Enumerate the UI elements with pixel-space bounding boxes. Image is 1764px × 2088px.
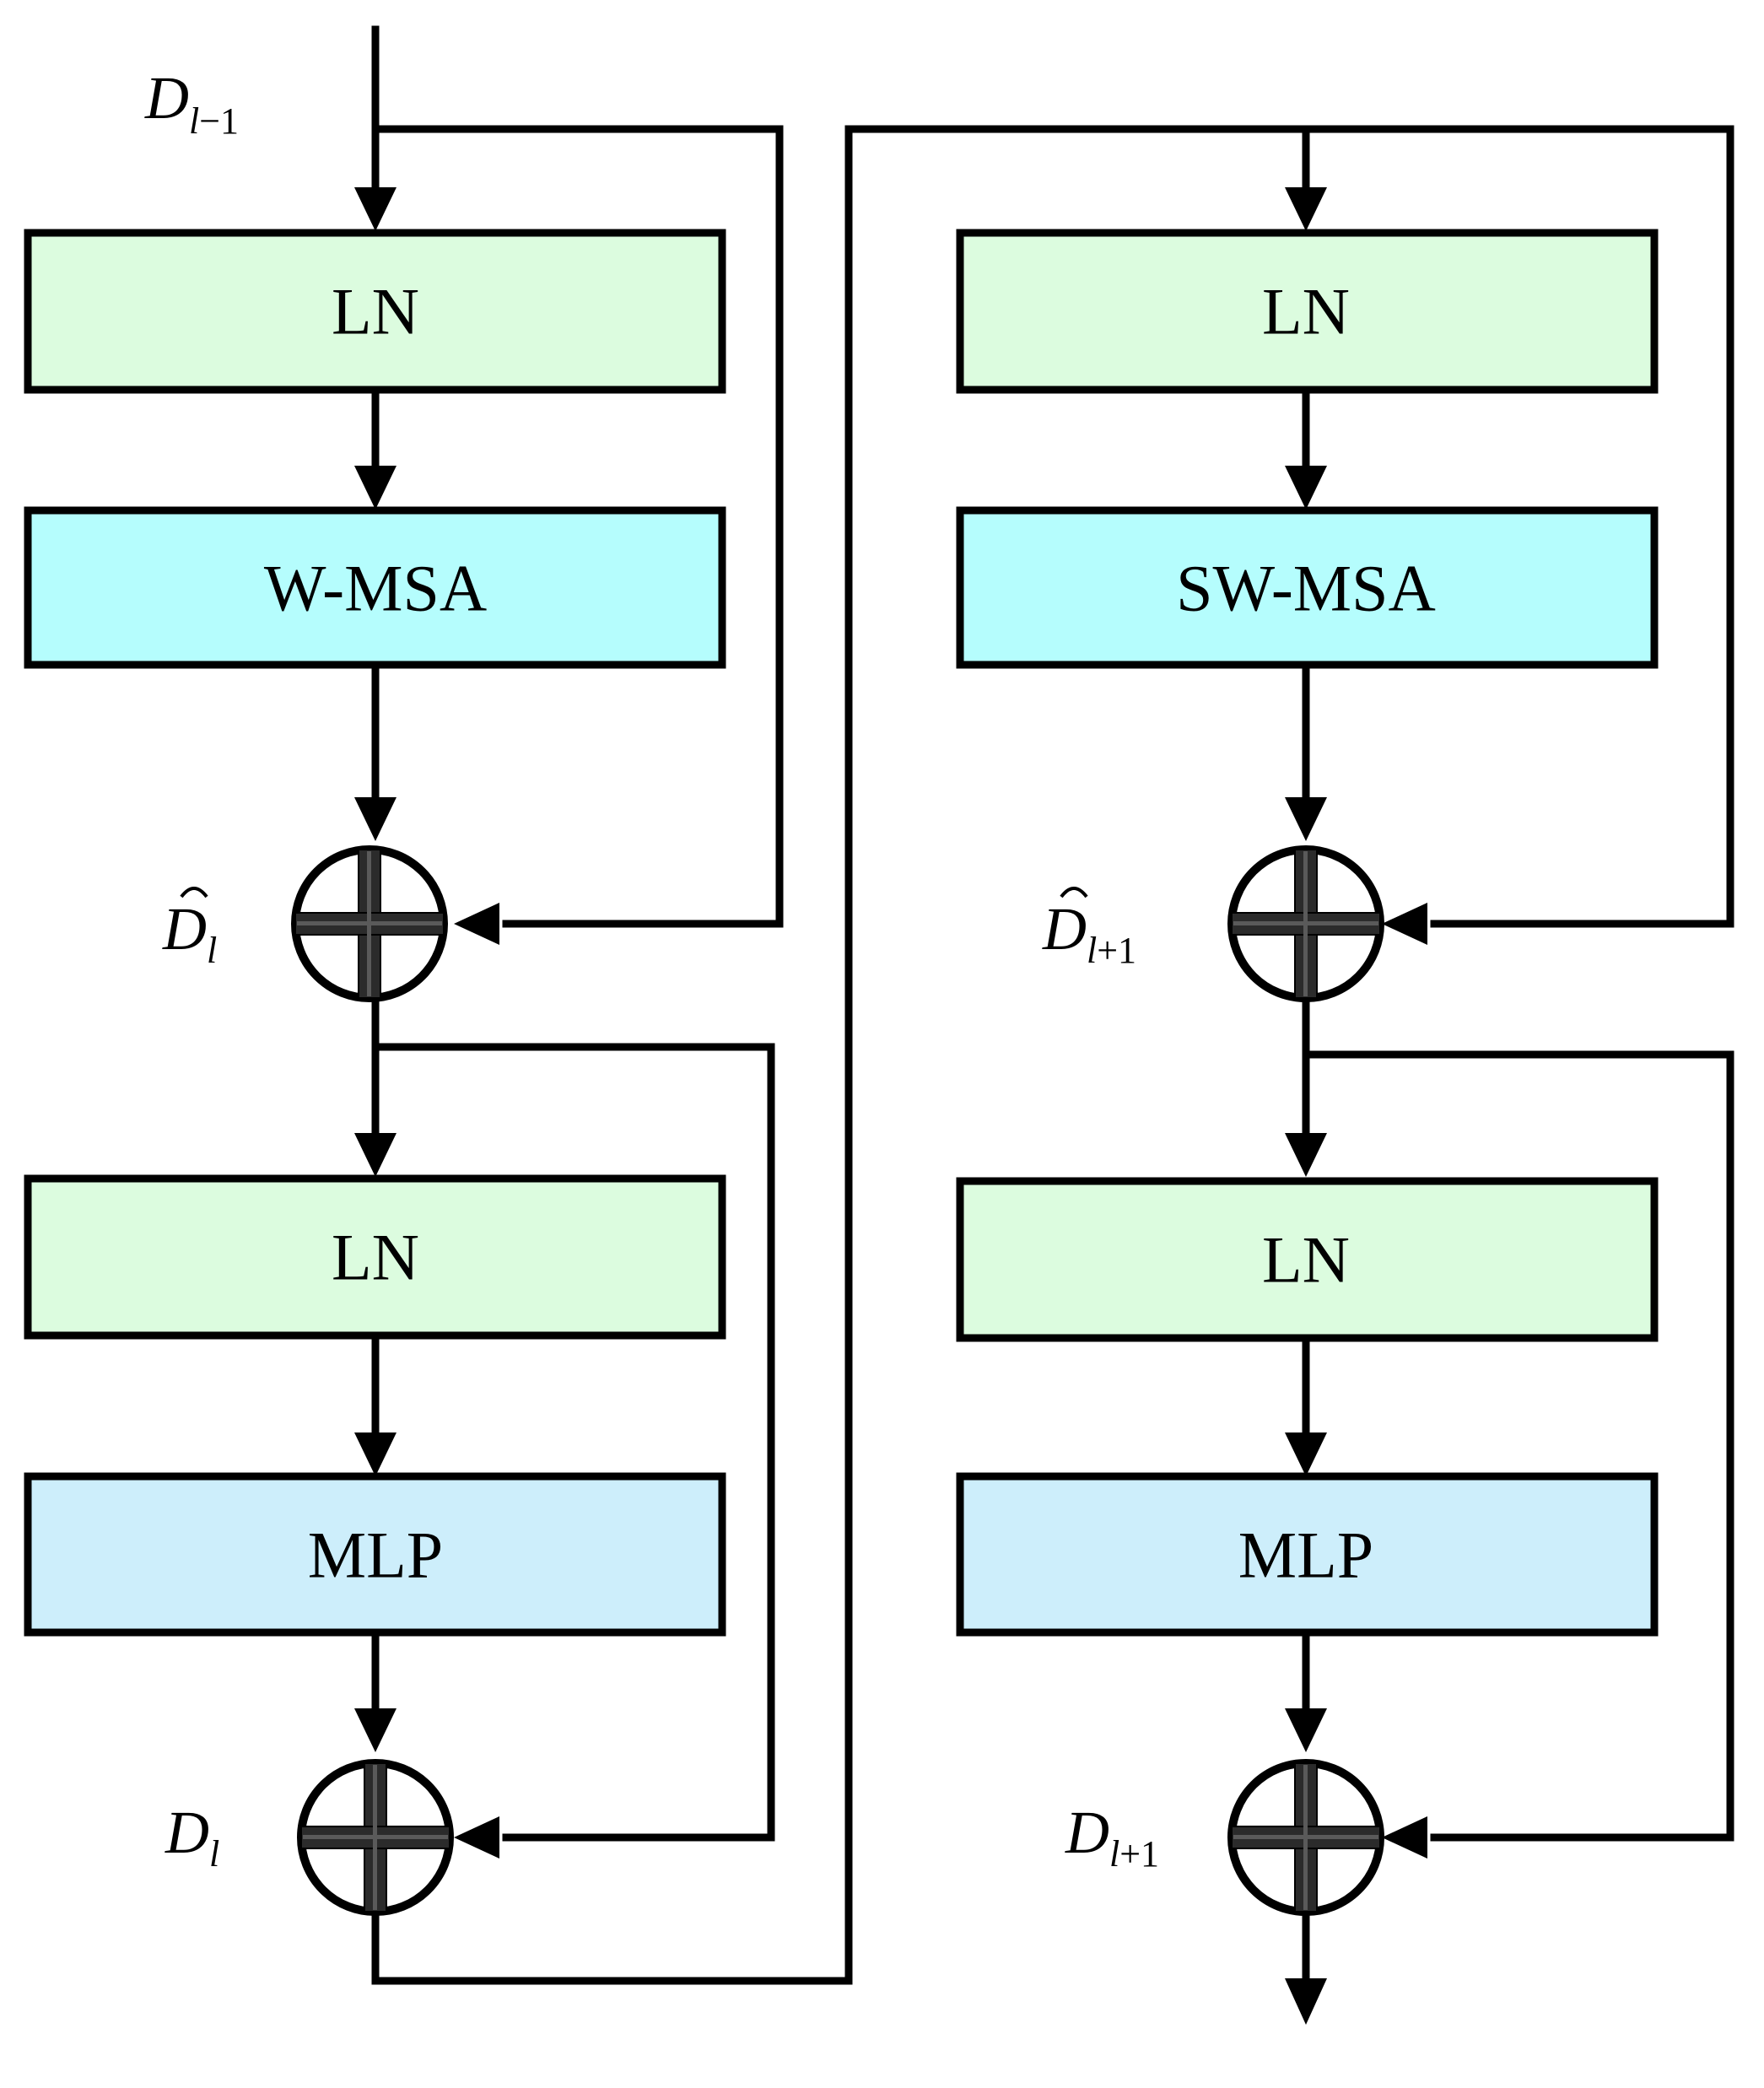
swmsa-label: SW-MSA	[1176, 552, 1436, 625]
sum-node-right-1	[1227, 845, 1384, 1002]
right-residual-path-2	[1302, 1050, 1734, 1842]
sum-highlight	[1233, 921, 1378, 925]
right-arrow-residual-into-sum-1	[1382, 903, 1427, 945]
sum-highlight	[1233, 1835, 1378, 1839]
left-column-wires	[371, 25, 1310, 1985]
ln-label: LN	[1262, 275, 1350, 348]
svg-text:Dl: Dl	[162, 895, 217, 971]
arrow-residual-into-sum-1	[454, 903, 499, 945]
right-arrow-into-sum-2	[1285, 1708, 1327, 1752]
d-l-label: Dl	[165, 1799, 219, 1875]
residual-path-1	[371, 125, 784, 928]
d-l-plus-1-label: Dl+1	[1065, 1799, 1159, 1875]
right-arrow-into-mlp	[1285, 1432, 1327, 1476]
input-label: Dl−1	[144, 64, 239, 142]
ln-label: LN	[1262, 1223, 1350, 1297]
arrow-into-ln-bottom	[354, 1133, 396, 1177]
ln-box-rect	[24, 1174, 726, 1340]
label-sub-var: l	[1087, 930, 1097, 971]
label-sub-rest: −1	[199, 100, 239, 142]
wmsa-box-rect	[24, 506, 726, 669]
cross-column-connector	[371, 125, 1310, 1985]
arrow-into-sum-1	[354, 797, 396, 841]
svg-text:Dl: Dl	[165, 1799, 219, 1875]
label-sub-rest: +1	[1119, 1833, 1159, 1875]
mlp-label: MLP	[1238, 1519, 1373, 1592]
svg-text:Dl−1: Dl−1	[144, 64, 239, 142]
svg-text:Dl+1: Dl+1	[1065, 1799, 1159, 1875]
hat-mark	[1060, 887, 1088, 898]
label-sub-var: l	[209, 1833, 219, 1875]
ln-box-left-top: LN	[24, 229, 726, 394]
sum-highlight	[303, 1835, 448, 1839]
right-arrow-into-sum-1	[1285, 797, 1327, 841]
output-arrow	[1285, 1978, 1327, 2025]
right-column-wires	[1302, 125, 1734, 1987]
arrow-into-wmsa	[354, 466, 396, 510]
ln-label: LN	[332, 275, 419, 348]
ln-box-rect	[956, 1177, 1659, 1342]
label-base: D	[144, 64, 189, 132]
svg-text:Dl+1: Dl+1	[1042, 895, 1136, 971]
mlp-box-right: MLP	[956, 1472, 1659, 1637]
swmsa-box: SW-MSA	[956, 506, 1659, 669]
arrow-into-mlp	[354, 1432, 396, 1476]
mlp-box-rect	[956, 1472, 1659, 1637]
ln-box-rect	[24, 229, 726, 394]
ln-box-left-bottom: LN	[24, 1174, 726, 1340]
right-arrow-into-swmsa	[1285, 466, 1327, 510]
ln-label: LN	[332, 1221, 419, 1294]
wmsa-label: W-MSA	[264, 552, 487, 625]
sum-node-left-1	[291, 845, 448, 1002]
hat-mark	[180, 887, 208, 898]
right-arrow-into-ln-top	[1285, 187, 1327, 231]
right-arrow-into-ln-bottom	[1285, 1133, 1327, 1177]
label-sub-rest: +1	[1097, 930, 1136, 971]
arrowheads	[354, 187, 1427, 2025]
swmsa-box-rect	[956, 506, 1659, 669]
mlp-box-rect	[24, 1472, 726, 1637]
mlp-box-left: MLP	[24, 1472, 726, 1637]
label-base: D	[1042, 895, 1087, 963]
arrow-residual-into-sum-2	[454, 1816, 499, 1859]
label-base: D	[1065, 1799, 1109, 1866]
label-sub-var: l	[189, 100, 199, 142]
mlp-label: MLP	[308, 1519, 443, 1592]
sum-node-right-2	[1227, 1759, 1384, 1916]
ln-box-right-top: LN	[956, 229, 1659, 394]
right-residual-path-1	[1302, 125, 1734, 928]
right-column-blocks: LN SW-MSA LN MLP	[956, 229, 1659, 1637]
hat-d-l-plus-1-label: Dl+1	[1042, 887, 1136, 971]
label-sub-var: l	[1109, 1833, 1119, 1875]
sum-node-left-2	[297, 1759, 454, 1916]
sum-highlight	[297, 921, 442, 925]
label-base: D	[165, 1799, 209, 1866]
label-base: D	[162, 895, 207, 963]
arrow-into-ln-top	[354, 187, 396, 231]
label-sub-var: l	[207, 930, 217, 971]
ln-box-rect	[956, 229, 1659, 394]
residual-path-2	[371, 1043, 775, 1842]
wmsa-box: W-MSA	[24, 506, 726, 669]
arrow-into-sum-2	[354, 1708, 396, 1752]
left-column-blocks: LN W-MSA LN MLP	[24, 229, 726, 1637]
ln-box-right-bottom: LN	[956, 1177, 1659, 1342]
right-arrow-residual-into-sum-2	[1382, 1816, 1427, 1859]
hat-d-l-label: Dl	[162, 887, 217, 971]
